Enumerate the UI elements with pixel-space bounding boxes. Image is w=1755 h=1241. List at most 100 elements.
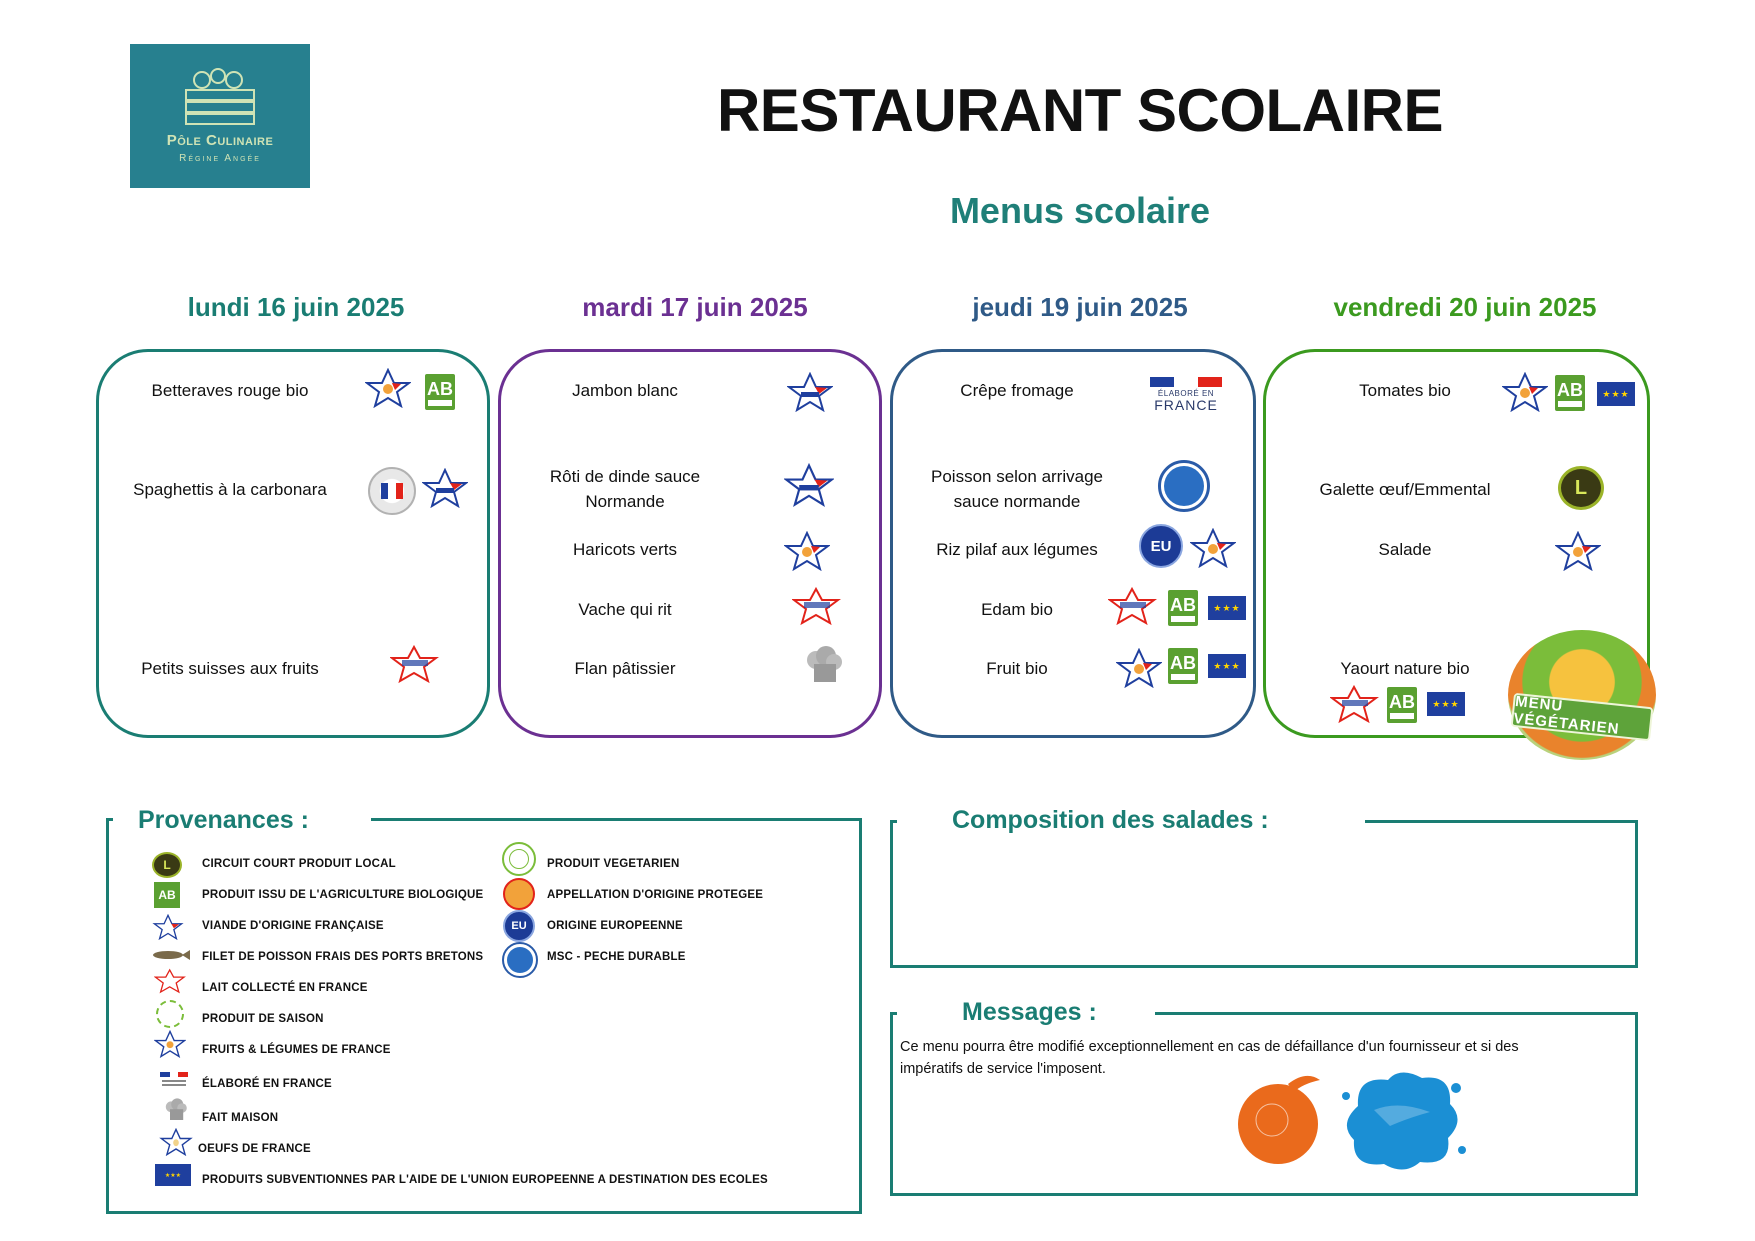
menu-item: Galette œuf/Emmental: [1319, 480, 1491, 499]
provenances-title: Provenances :: [128, 806, 319, 835]
produit-vegetarien-icon: [502, 842, 536, 876]
agriculture-biologique-icon: AB: [1168, 648, 1198, 684]
menu-item: Petits suisses aux fruits: [141, 659, 319, 678]
menu-item: sauce normande: [953, 492, 1081, 511]
origine-france-round-icon: [368, 467, 416, 515]
menu-item: Poisson selon arrivage: [931, 467, 1103, 486]
origine-europeenne-icon: EU: [503, 910, 535, 942]
salades-title: Composition des salades :: [942, 806, 1279, 835]
menu-item: Crêpe fromage: [960, 381, 1074, 400]
menu-box-friday: [1263, 349, 1650, 738]
lait-collecte-en-france-icon: [1108, 586, 1160, 626]
messages-line-2: impératifs de service l'imposent.: [900, 1061, 1106, 1077]
legend-item: OEUFS DE FRANCE: [198, 1143, 311, 1155]
fruits-legumes-de-france-icon: [154, 1030, 186, 1058]
circuit-court-local-icon: L: [152, 852, 182, 878]
origine-europeenne-icon: EU: [1139, 524, 1183, 568]
legend-item: MSC - PECHE DURABLE: [547, 951, 686, 963]
union-europeenne-flag-icon: ★★★: [1208, 654, 1246, 678]
produit-de-saison-icon: [156, 1000, 184, 1028]
salades-panel: [890, 820, 1638, 968]
fruits-legumes-de-france-icon: [365, 368, 411, 408]
lait-collecte-en-france-icon: [1330, 684, 1382, 724]
day-title-friday: vendredi 20 juin 2025: [1333, 292, 1597, 322]
msc-peche-durable-icon: [1158, 460, 1210, 512]
elabore-en-france-icon: [160, 1068, 188, 1090]
msc-peche-durable-icon: [502, 942, 538, 978]
menu-item: Vache qui rit: [578, 600, 672, 619]
messages-panel: [890, 1012, 1638, 1196]
agriculture-biologique-icon: AB: [1555, 375, 1585, 411]
fruits-legumes-de-france-icon: [1502, 372, 1548, 412]
menu-item: Spaghettis à la carbonara: [133, 480, 327, 499]
day-title-monday: lundi 16 juin 2025: [187, 292, 405, 322]
menu-item: Tomates bio: [1359, 381, 1451, 400]
union-europeenne-flag-icon: ★★★: [155, 1164, 191, 1186]
menu-item: Jambon blanc: [572, 381, 678, 400]
fait-maison-icon: [804, 646, 844, 688]
crate-icon: [185, 68, 255, 125]
page-subtitle: Menus scolaire: [949, 190, 1211, 231]
fruits-legumes-de-france-icon: [1190, 528, 1236, 568]
provenances-panel: [106, 818, 862, 1214]
menu-box-tuesday: [498, 349, 882, 738]
appellation-origine-protegee-icon: [503, 878, 535, 910]
menu-item: Yaourt nature bio: [1340, 659, 1470, 678]
legend-item: PRODUITS SUBVENTIONNES PAR L'AIDE DE L'U…: [202, 1174, 768, 1186]
messages-title: Messages :: [952, 998, 1107, 1027]
oeufs-de-france-icon: [158, 1128, 194, 1156]
fruits-legumes-de-france-icon: [1555, 531, 1601, 571]
legend-item: ORIGINE EUROPEENNE: [547, 920, 683, 932]
menu-item: Rôti de dinde sauce: [549, 467, 701, 486]
elabore-en-france-icon: ÉLABORÉ EN FRANCE: [1150, 374, 1222, 414]
logo: Pôle Culinaire Régine Angée: [130, 44, 310, 188]
legend-item: ÉLABORÉ EN FRANCE: [202, 1078, 332, 1090]
circuit-court-local-icon: L: [1558, 466, 1604, 510]
menu-box-thursday: [890, 349, 1256, 738]
fait-maison-icon: [164, 1098, 188, 1124]
lait-collecte-en-france-icon: [154, 968, 188, 994]
fruits-legumes-de-france-icon: [1116, 648, 1162, 688]
legend-item: APPELLATION D'ORIGINE PROTEGEE: [547, 889, 764, 901]
legend-item: CIRCUIT COURT PRODUIT LOCAL: [202, 858, 396, 870]
fruits-legumes-de-france-icon: [784, 531, 830, 571]
logo-line-1: Pôle Culinaire: [166, 132, 274, 149]
lait-collecte-en-france-icon: [792, 586, 844, 626]
union-europeenne-flag-icon: ★★★: [1597, 382, 1635, 406]
agriculture-biologique-icon: AB: [1387, 687, 1417, 723]
menu-item: Betteraves rouge bio: [151, 381, 309, 400]
poisson-icon: [150, 948, 190, 962]
legend-item: LAIT COLLECTÉ EN FRANCE: [202, 982, 368, 994]
union-europeenne-flag-icon: ★★★: [1208, 596, 1246, 620]
day-title-tuesday: mardi 17 juin 2025: [582, 292, 808, 322]
viande-origine-francaise-icon: [422, 468, 468, 508]
menu-item: Haricots verts: [573, 540, 677, 559]
agriculture-biologique-icon: AB: [425, 374, 455, 410]
menu-item: Edam bio: [981, 600, 1053, 619]
messages-line-1: Ce menu pourra être modifié exceptionnel…: [900, 1039, 1519, 1055]
agriculture-biologique-icon: AB: [1168, 590, 1198, 626]
messages-text: Ce menu pourra être modifié exceptionnel…: [900, 1036, 1620, 1080]
menu-item: Normande: [585, 492, 665, 511]
legend-item: FAIT MAISON: [202, 1112, 279, 1124]
fruits-legumes-ecole-logo: [1228, 1068, 1328, 1168]
legend-item: PRODUIT ISSU DE L'AGRICULTURE BIOLOGIQUE: [202, 889, 484, 901]
legend-item: PRODUIT DE SAISON: [202, 1013, 324, 1025]
legend-item: FRUITS & LÉGUMES DE FRANCE: [202, 1044, 391, 1056]
viande-origine-francaise-icon: [784, 462, 834, 508]
menu-item: Fruit bio: [986, 659, 1048, 678]
menu-box-monday: [96, 349, 490, 738]
lait-produits-laitiers-ecole-logo: [1338, 1066, 1468, 1176]
viande-origine-francaise-icon: [152, 914, 184, 940]
lait-collecte-en-france-icon: [390, 644, 442, 684]
logo-line-2: Régine Angée: [179, 153, 261, 164]
menu-item: Salade: [1378, 540, 1432, 559]
union-europeenne-flag-icon: ★★★: [1427, 692, 1465, 716]
legend-item: PRODUIT VEGETARIEN: [547, 858, 680, 870]
menu-vegetarien-badge: MENU VÉGÉTARIEN: [1508, 630, 1656, 760]
legend-item: VIANDE D'ORIGINE FRANÇAISE: [202, 920, 384, 932]
day-title-thursday: jeudi 19 juin 2025: [972, 292, 1188, 322]
page-title: RESTAURANT SCOLAIRE: [716, 77, 1444, 144]
legend-item: FILET DE POISSON FRAIS DES PORTS BRETONS: [202, 951, 484, 963]
menu-item: Flan pâtissier: [574, 659, 676, 678]
